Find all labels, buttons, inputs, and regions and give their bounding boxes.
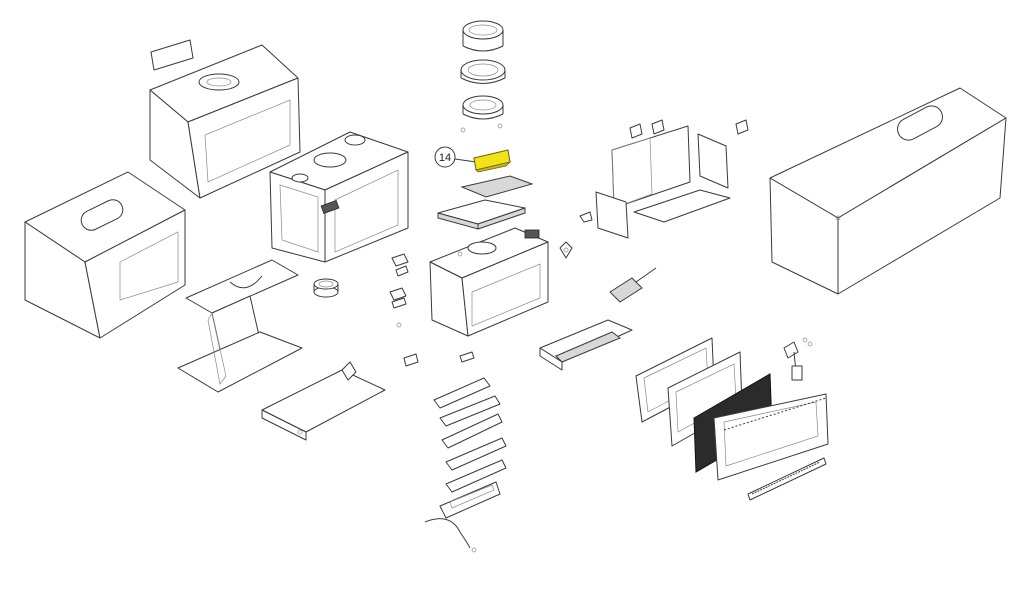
callout-number: 14 xyxy=(439,152,451,164)
front-trim-bracket[interactable] xyxy=(261,361,386,441)
left-side-cover[interactable] xyxy=(24,171,186,339)
rear-shroud[interactable] xyxy=(149,44,301,199)
firebrick-set[interactable] xyxy=(579,119,749,239)
outer-casing[interactable] xyxy=(269,131,409,263)
flue-adapter[interactable] xyxy=(313,278,339,298)
deflector-assembly[interactable] xyxy=(539,319,633,371)
air-control-assembly[interactable] xyxy=(424,377,507,553)
baffle-boards[interactable] xyxy=(437,175,534,230)
door-latch[interactable] xyxy=(783,337,813,381)
pedestal-base[interactable] xyxy=(177,259,303,393)
callout-14[interactable]: 14 xyxy=(434,146,477,168)
flue-collar-stack[interactable] xyxy=(460,20,506,133)
highlighted-part-14[interactable] xyxy=(473,149,512,173)
side-bracket[interactable] xyxy=(559,241,573,259)
firebox[interactable] xyxy=(429,227,549,337)
right-side-cover[interactable] xyxy=(769,87,1007,295)
hardware-clips[interactable] xyxy=(389,253,475,367)
door-outer[interactable] xyxy=(713,393,829,481)
data-plate xyxy=(150,39,194,71)
ash-tool[interactable] xyxy=(609,267,657,303)
door-handle[interactable] xyxy=(747,457,827,501)
